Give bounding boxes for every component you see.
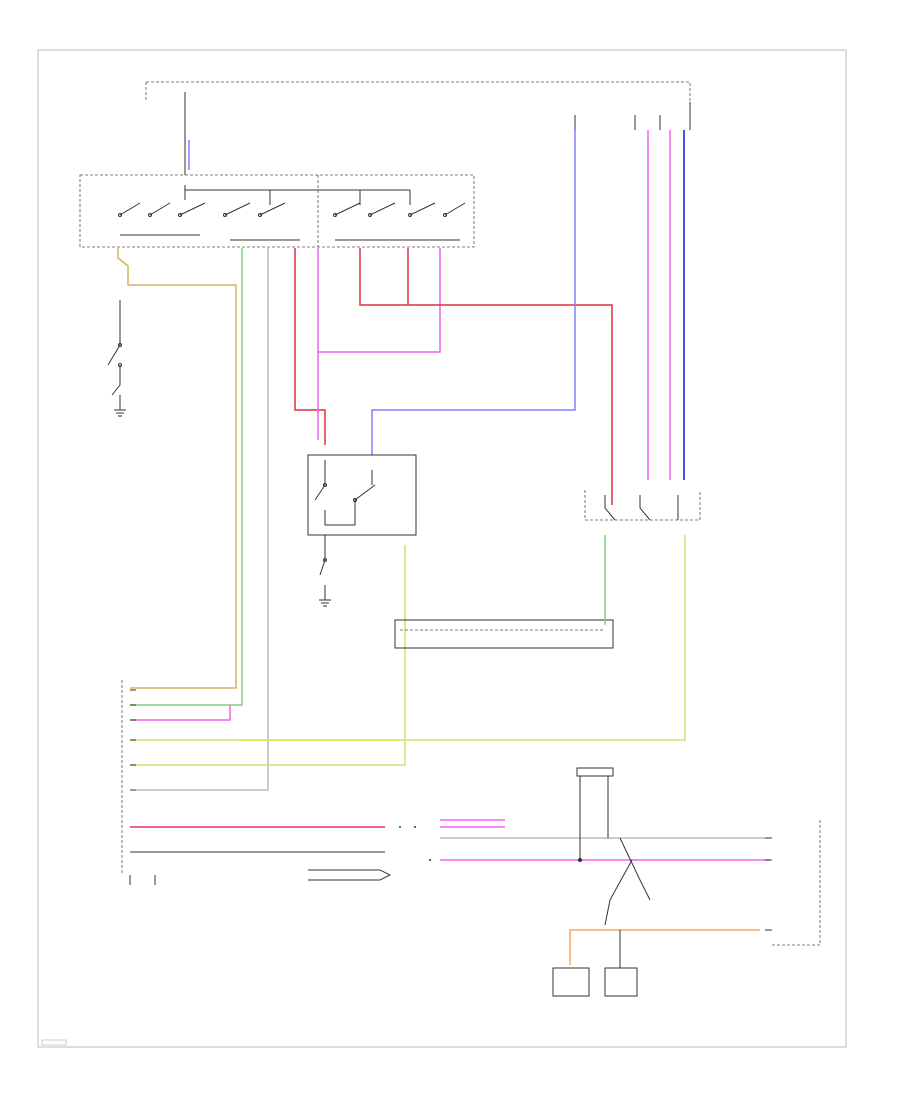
fuse-relay-box [145,81,691,102]
wire-green-left [130,248,243,706]
door-switch [604,930,638,997]
junction-connector [394,619,614,649]
connector-gap [399,826,431,861]
wire-gray-left [130,248,269,791]
horn-relay [307,454,417,536]
wire-pink-bottom-2 [440,819,505,828]
wire-tan-left [117,248,237,689]
main-relay-block [79,174,475,248]
hood-switch [552,967,590,997]
wire-orange [569,929,760,965]
wire-blue-1 [371,130,576,455]
right-relay [584,490,701,521]
bottom-junction [576,767,651,926]
wire-black-small [308,869,392,881]
wire-red-2 [359,248,613,505]
wire-green-2 [130,545,406,766]
diagram-frame [37,49,847,1048]
wire-red-1 [294,248,326,445]
wire-black-horn [319,535,326,600]
instrument-panel-unit [765,820,821,946]
left-switch-chain [107,300,126,417]
wire-pink-1 [317,248,441,353]
wire-black-right-top [574,102,691,130]
wire-pink-short [130,705,231,721]
figure-tag [41,1039,67,1046]
